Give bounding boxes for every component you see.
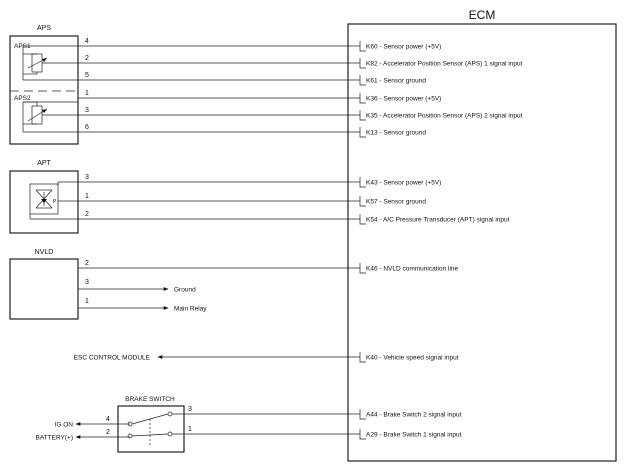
wire-pin-label: 2 bbox=[85, 260, 89, 267]
wire-pin-label: 3 bbox=[85, 174, 89, 181]
ecm-terminal-k54: K54 - A/C Pressure Transducer (APT) sign… bbox=[359, 214, 510, 225]
wire-pin-label: 3 bbox=[85, 107, 89, 114]
nvld-main-relay-output: 1 Main Relay bbox=[78, 298, 207, 313]
ecm-pin-label: K54 - A/C Pressure Transducer (APT) sign… bbox=[366, 217, 510, 224]
ecm-pin-label: K36 - Sensor power (+5V) bbox=[366, 96, 441, 103]
esc-module-label: ESC CONTROL MODULE bbox=[74, 355, 151, 362]
wire-pin-label: 3 bbox=[188, 406, 192, 413]
ecm-pin-label: A44 - Brake Switch 2 signal input bbox=[366, 412, 462, 419]
pressure-transducer-icon: P bbox=[29, 181, 78, 220]
wire-pin-label: 4 bbox=[85, 38, 89, 45]
wire-pin-label: 4 bbox=[106, 416, 110, 423]
nvld-ecm-wire: 2 bbox=[78, 260, 360, 269]
aps-wire-1: 4 bbox=[78, 38, 360, 47]
aps-wire-5: 3 bbox=[78, 107, 360, 116]
brake-switch-title: BRAKE SWITCH bbox=[125, 396, 175, 403]
apt-wire-3: 2 bbox=[78, 211, 360, 220]
ecm-terminal-k61: K61 - Sensor ground bbox=[359, 75, 426, 86]
ecm-terminal-k35: K35 - Accelerator Position Sensor (APS) … bbox=[359, 110, 523, 121]
ecm-block: ECM bbox=[347, 8, 617, 462]
aps2-label: APS2 bbox=[14, 95, 31, 102]
apt-box bbox=[9, 170, 79, 234]
wire-pin-label: 2 bbox=[106, 429, 110, 436]
ecm-pin-label: K82 - Accelerator Position Sensor (APS) … bbox=[366, 61, 523, 68]
apt-wire-1: 3 bbox=[78, 174, 360, 183]
brake-switch-box bbox=[117, 405, 185, 453]
aps-title: APS bbox=[37, 25, 51, 32]
ecm-pin-label: K60 - Sensor power (+5V) bbox=[366, 44, 441, 51]
aps-wire-4: 1 bbox=[78, 90, 360, 99]
ecm-terminal-k36: K36 - Sensor power (+5V) bbox=[359, 93, 441, 104]
wire-pin-label: 5 bbox=[85, 72, 89, 79]
aps-box bbox=[9, 35, 79, 145]
ecm-terminal-a44: A44 - Brake Switch 2 signal input bbox=[359, 409, 462, 420]
ecm-pin-label: K46 - NVLD communication line bbox=[366, 266, 459, 273]
aps-wire-6: 6 bbox=[78, 124, 360, 133]
ecm-pin-label: K35 - Accelerator Position Sensor (APS) … bbox=[366, 113, 523, 120]
brake-input-battery: BATTERY(+) 2 bbox=[35, 429, 130, 442]
ecm-pin-label: A29 - Brake Switch 1 signal input bbox=[366, 432, 462, 439]
nvld-ground-label: Ground bbox=[174, 287, 196, 294]
nvld-block: NVLD 2 3 Ground 1 Main Relay bbox=[9, 249, 360, 320]
ecm-terminal-k57: K57 - Sensor ground bbox=[359, 196, 426, 207]
ig-on-label: IG ON bbox=[55, 422, 74, 429]
battery-label: BATTERY(+) bbox=[35, 435, 73, 442]
ecm-terminal-k43: K43 - Sensor power (+5V) bbox=[359, 177, 441, 188]
apt-wire-2: 1 bbox=[78, 193, 360, 202]
apt-block: APT P 3 1 2 bbox=[9, 160, 360, 234]
ecm-terminal-a29: A29 - Brake Switch 1 signal input bbox=[359, 429, 462, 440]
brake-switch-icon bbox=[127, 411, 173, 446]
aps1-potentiometer-icon bbox=[22, 53, 78, 75]
wire-pin-label: 1 bbox=[85, 90, 89, 97]
ecm-terminals: K60 - Sensor power (+5V) K82 - Accelerat… bbox=[359, 41, 523, 440]
wire-pin-label: 1 bbox=[188, 426, 192, 433]
ecm-pin-label: K13 - Sensor ground bbox=[366, 130, 426, 137]
ecm-terminal-k46: K46 - NVLD communication line bbox=[359, 263, 459, 274]
wire-pin-label: 1 bbox=[85, 298, 89, 305]
wire-pin-label: 2 bbox=[85, 211, 89, 218]
wire-pin-label: 6 bbox=[85, 124, 89, 131]
nvld-ground-output: 3 Ground bbox=[78, 279, 196, 294]
esc-connection: ESC CONTROL MODULE bbox=[74, 355, 360, 362]
ecm-box bbox=[347, 23, 617, 462]
brake-switch-block: BRAKE SWITCH IG ON 4 BATTERY(+) 2 3 1 bbox=[35, 396, 360, 453]
nvld-title: NVLD bbox=[35, 249, 54, 256]
ecm-title: ECM bbox=[469, 8, 496, 22]
aps-wire-3: 5 bbox=[78, 72, 360, 81]
ecm-pin-label: K57 - Sensor ground bbox=[366, 199, 426, 206]
aps-block: APS APS1 APS2 bbox=[9, 25, 360, 145]
aps2-potentiometer-icon bbox=[22, 101, 78, 133]
ecm-pin-label: K40 - Vehicle speed signal input bbox=[366, 355, 459, 362]
aps1-label: APS1 bbox=[14, 43, 31, 50]
wire-pin-label: 2 bbox=[85, 55, 89, 62]
ecm-terminal-k13: K13 - Sensor ground bbox=[359, 127, 426, 138]
apt-title: APT bbox=[37, 160, 51, 167]
brake-wire-2: 1 bbox=[172, 426, 360, 435]
aps-wire-2: 2 bbox=[78, 55, 360, 64]
wire-pin-label: 3 bbox=[85, 279, 89, 286]
ecm-terminal-k82: K82 - Accelerator Position Sensor (APS) … bbox=[359, 58, 523, 69]
brake-input-ig-on: IG ON 4 bbox=[55, 416, 130, 429]
wire-pin-label: 1 bbox=[85, 193, 89, 200]
ecm-pin-label: K61 - Sensor ground bbox=[366, 78, 426, 85]
nvld-main-relay-label: Main Relay bbox=[174, 306, 207, 313]
transducer-symbol: P bbox=[53, 199, 57, 205]
ecm-terminal-k40: K40 - Vehicle speed signal input bbox=[359, 352, 459, 363]
nvld-box bbox=[9, 258, 79, 320]
ecm-pin-label: K43 - Sensor power (+5V) bbox=[366, 180, 441, 187]
brake-wire-1: 3 bbox=[172, 406, 360, 415]
ecm-terminal-k60: K60 - Sensor power (+5V) bbox=[359, 41, 441, 52]
